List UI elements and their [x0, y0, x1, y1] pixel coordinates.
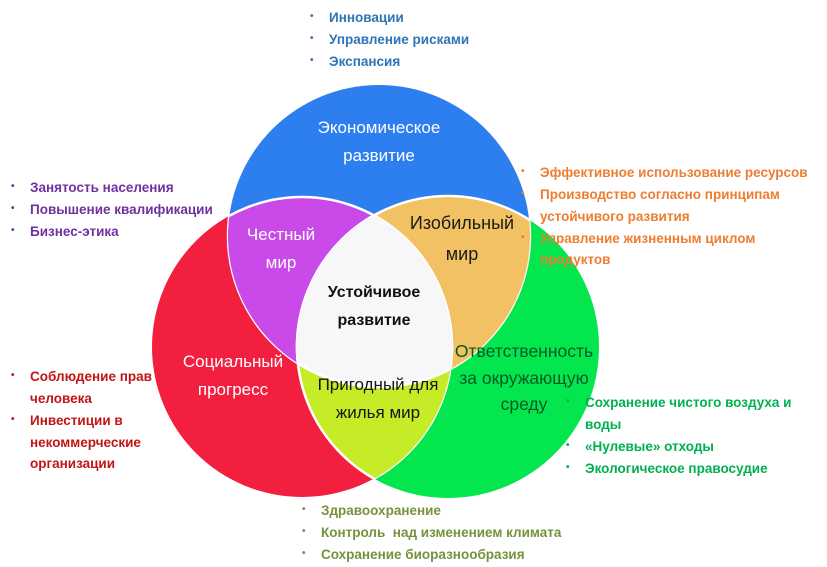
- fair-world-label: Честный мир: [246, 225, 316, 272]
- list-item: • Экологическое правосудие: [566, 458, 819, 480]
- list-item: • Повышение квалификации: [11, 199, 243, 221]
- bullet-icon: •: [521, 187, 525, 199]
- list-item: • Бизнес-этика: [11, 221, 243, 243]
- bullet-icon: •: [302, 525, 306, 537]
- list-item: • Производство согласно принципам устойчи…: [521, 184, 821, 228]
- list-item: • Управление жизненным циклом продуктов: [521, 228, 821, 272]
- list-item-text: Сохранение биоразнообразия: [321, 546, 525, 562]
- list-item: • Контроль над изменением климата: [302, 522, 604, 544]
- list-item-text: Экологическое правосудие: [585, 460, 768, 476]
- list-item: • Инновации: [310, 7, 530, 29]
- bullet-icon: •: [302, 504, 306, 515]
- list-item: • Здравоохранение: [302, 500, 604, 522]
- bullet-icon: •: [11, 370, 15, 381]
- list-item-text: «Нулевые» отходы: [585, 438, 714, 454]
- bullet-icon: •: [11, 224, 15, 236]
- list-item-text: Инвестиции в некоммерческие организации: [30, 412, 145, 472]
- environment-bullet-list: • Сохранение чистого воздуха и воды • «Нуле…: [566, 392, 819, 479]
- list-item: • Сохранение биоразнообразия: [302, 544, 604, 566]
- economic-circle-label: Экономическое развитие: [317, 118, 441, 165]
- bullet-icon: •: [310, 54, 314, 66]
- list-item: • «Нулевые» отходы: [566, 436, 819, 458]
- bullet-icon: •: [11, 202, 15, 214]
- list-item-text: Сохранение чистого воздуха и воды: [585, 395, 796, 432]
- bullet-icon: •: [566, 396, 570, 407]
- bullet-icon: •: [521, 231, 525, 243]
- sustainable-center-region-part2: [297, 197, 452, 389]
- bullet-icon: •: [11, 181, 15, 192]
- list-item-text: Бизнес-этика: [30, 223, 119, 239]
- social-circle-label: Социальный прогресс: [182, 352, 284, 399]
- list-item-text: Здравоохранение: [321, 503, 441, 518]
- list-item: • Управление рисками: [310, 29, 530, 51]
- list-item-text: Эффективное использование ресурсов: [540, 165, 808, 180]
- list-item: • Сохранение чистого воздуха и воды: [566, 392, 819, 436]
- list-item-text: Экспансия: [329, 53, 401, 69]
- livable-world-label: Пригодный для жилья мир: [317, 375, 439, 422]
- business-bullet-list: • Занятость населения • Повышение квалифика…: [11, 177, 243, 243]
- environment-circle-label: Ответственность за окружающую среду: [454, 341, 594, 415]
- list-item-text: Повышение квалификации: [30, 201, 213, 217]
- list-item-text: Контроль над изменением климата: [321, 524, 562, 540]
- list-item: • Экспансия: [310, 51, 530, 73]
- list-item: • Эффективное использование ресурсов: [521, 162, 821, 184]
- bullet-icon: •: [310, 32, 314, 44]
- list-item-text: Соблюдение прав человека: [30, 369, 156, 406]
- sustainable-development-label: Устойчивое развитие: [327, 284, 421, 329]
- health-bullet-list: • Здравоохранение • Контроль над изменением…: [302, 500, 604, 566]
- bullet-icon: •: [566, 439, 570, 451]
- production-bullet-list: • Эффективное использование ресурсов • Прои…: [521, 162, 821, 271]
- bullet-icon: •: [302, 547, 306, 559]
- list-item-text: Управление рисками: [329, 31, 470, 47]
- list-item: • Соблюдение прав человека: [11, 366, 161, 410]
- bullet-icon: •: [310, 11, 314, 22]
- list-item-text: Занятость населения: [30, 180, 174, 195]
- list-item-text: Управление жизненным циклом продуктов: [540, 230, 760, 268]
- bullet-icon: •: [521, 166, 525, 177]
- bullet-icon: •: [566, 461, 570, 473]
- list-item: • Занятость населения: [11, 177, 243, 199]
- abundant-world-label: Изобильный мир: [409, 213, 515, 264]
- list-item-text: Производство согласно принципам устойчив…: [540, 186, 784, 224]
- list-item-text: Инновации: [329, 10, 404, 25]
- bullet-icon: •: [11, 413, 15, 425]
- social-bullet-list: • Соблюдение прав человека • Инвестиции в н…: [11, 366, 161, 475]
- list-item: • Инвестиции в некоммерческие организации: [11, 410, 161, 476]
- economic-bullet-list: • Инновации • Управление рисками • Экспансия: [310, 7, 530, 73]
